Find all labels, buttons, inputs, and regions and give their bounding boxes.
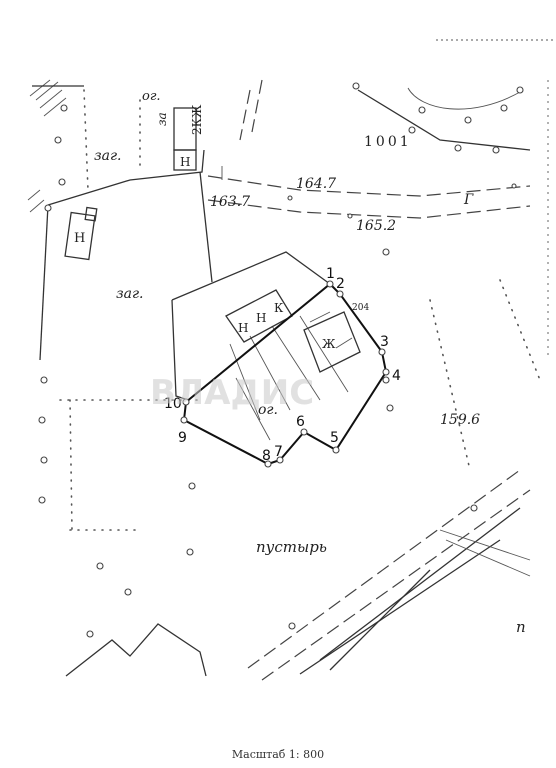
- elevation-159-6: 159.6: [440, 412, 480, 428]
- label-k: К: [274, 301, 284, 315]
- label-2kzh: 2КЖ: [190, 104, 204, 135]
- label-n1: Н: [238, 321, 248, 335]
- label-zag-top: заг.: [94, 148, 122, 164]
- label-za: за: [155, 112, 169, 126]
- boundary-point-1-label: 1: [326, 266, 335, 282]
- boundary-point-8-label: 8: [262, 448, 271, 464]
- boundary-point-10-label: 10: [164, 396, 182, 412]
- label-pustyr: пустырь: [256, 538, 327, 556]
- tree-markers: [38, 104, 394, 638]
- boundary-point-7-marker: [276, 456, 284, 464]
- boundary-point-4-label: 4: [392, 368, 401, 384]
- label-og-top: ог.: [142, 89, 161, 104]
- watermark: ВЛАДИС: [150, 373, 314, 413]
- boundary-point-7-label: 7: [274, 444, 283, 460]
- elevation-165-2: 165.2: [356, 218, 396, 234]
- dashed-road: [207, 79, 531, 219]
- building-2kzh: 2КЖ Н: [173, 104, 204, 171]
- label-zag-left: заг.: [116, 286, 144, 302]
- bottom-building: [65, 623, 207, 677]
- boundary-point-2-marker: [336, 290, 344, 298]
- boundary-point-6-marker: [300, 428, 308, 436]
- label-n2: Н: [256, 311, 266, 325]
- parcel-boundary: 1 2 3 4 5 6 7 8 9 10: [164, 266, 401, 468]
- label-n-left: Н: [74, 231, 85, 246]
- boundary-point-4-marker: [382, 368, 390, 376]
- boundary-point-2-label: 2: [336, 276, 345, 292]
- boundary-point-1-marker: [326, 280, 334, 288]
- boundary-point-9-label: 9: [178, 430, 187, 446]
- label-zh: Ж: [322, 337, 336, 351]
- lot-lines: [27, 89, 213, 531]
- building-n-left: Н: [64, 206, 98, 261]
- boundary-point-5-label: 5: [330, 430, 339, 446]
- label-p-right: п: [516, 618, 526, 636]
- boundary-point-5-marker: [332, 446, 340, 454]
- parcel-buildings: Н Н К Ж: [225, 289, 361, 373]
- code-204: 204: [352, 303, 369, 313]
- scan-edge: [436, 39, 556, 360]
- boundary-point-3-label: 3: [380, 334, 389, 350]
- contour-1001: [352, 82, 531, 154]
- label-n-small: Н: [180, 155, 190, 169]
- scale-caption: Масштаб 1: 800: [231, 748, 325, 761]
- hatched-corner: [29, 79, 84, 117]
- lower-lines: [247, 279, 541, 681]
- boundary-point-3-marker: [378, 348, 386, 356]
- boundary-point-9-marker: [180, 416, 188, 424]
- boundary-point-8-marker: [264, 460, 272, 468]
- elevation-164-7: 164.7: [296, 176, 336, 192]
- label-og-parcel: ог.: [258, 402, 278, 418]
- code-1001: 1001: [364, 134, 412, 150]
- code-gamma: Г: [463, 192, 474, 208]
- boundary-point-6-label: 6: [296, 414, 305, 430]
- elevation-163-7: 163.7: [210, 194, 250, 210]
- boundary-point-10-marker: [182, 398, 190, 406]
- parcel-outline: [171, 251, 349, 441]
